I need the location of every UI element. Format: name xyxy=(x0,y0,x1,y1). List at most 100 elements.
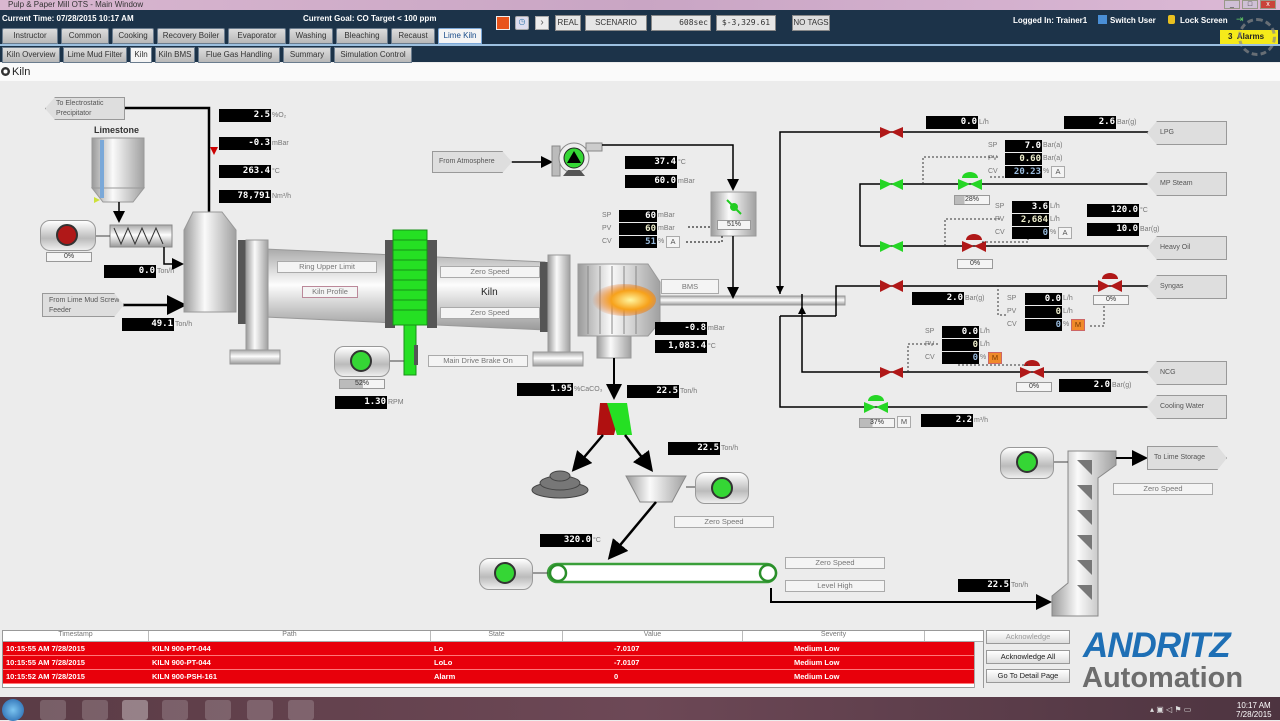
alarm-scrollbar[interactable] xyxy=(974,642,983,688)
mp-steam-label[interactable]: MP Steam xyxy=(1147,172,1227,196)
ncg-label[interactable]: NCG xyxy=(1147,361,1227,385)
close-button[interactable]: x xyxy=(1260,0,1276,9)
syngas-cv-value[interactable]: 0 xyxy=(1025,319,1062,331)
main-tab-cooking[interactable]: Cooking xyxy=(112,28,154,44)
cw-mode-button[interactable]: M xyxy=(897,416,911,428)
folder-icon[interactable] xyxy=(205,700,231,720)
bms-button[interactable]: BMS xyxy=(661,279,719,294)
pa-mode-button[interactable]: A xyxy=(666,236,680,248)
column-header[interactable]: State xyxy=(431,631,563,641)
cooling-water-label[interactable]: Cooling Water xyxy=(1147,395,1227,419)
sub-tab-simulation-control[interactable]: Simulation Control xyxy=(334,47,412,63)
window-title: Pulp & Paper Mill OTS - Main Window xyxy=(8,0,144,9)
play-button[interactable]: › xyxy=(535,16,549,30)
alarm-table-header: Timestamp Path State Value Severity xyxy=(3,631,983,642)
main-tab-instructor[interactable]: Instructor xyxy=(2,28,58,44)
cw-flow-unit: m³/h xyxy=(974,417,988,424)
main-tab-lime-kiln[interactable]: Lime Kiln xyxy=(438,28,482,44)
from-atmosphere-label[interactable]: From Atmosphere xyxy=(432,151,512,173)
steam-sp-value[interactable]: 7.0 xyxy=(1005,140,1042,152)
from-lime-mud-label[interactable]: From Lime Mud Screw Feeder xyxy=(42,293,124,317)
column-header[interactable]: Severity xyxy=(743,631,925,641)
pa-damper-pct: 51% xyxy=(717,220,751,230)
syngas-pv-unit: L/h xyxy=(1063,308,1073,315)
syngas-sp-value[interactable]: 0.0 xyxy=(1025,293,1062,305)
no-tags-button[interactable]: NO TAGS xyxy=(792,15,830,31)
sub-tab-flue-gas-handling[interactable]: Flue Gas Handling xyxy=(198,47,280,63)
system-tray-icons[interactable]: ▴ ▣ ◁ ⚑ ▭ xyxy=(1150,705,1192,714)
lpg-flow-value: 0.0 xyxy=(926,116,978,129)
oil-cv-value[interactable]: 0 xyxy=(1012,227,1049,239)
main-tab-evaporator[interactable]: Evaporator xyxy=(228,28,286,44)
to-lime-storage-label[interactable]: To Lime Storage xyxy=(1147,446,1227,470)
acknowledge-all-button[interactable]: Acknowledge All xyxy=(986,650,1070,664)
go-to-detail-button[interactable]: Go To Detail Page xyxy=(986,669,1070,683)
draft-value: -0.3 xyxy=(219,137,271,150)
page-header: Kiln xyxy=(0,63,1280,81)
ncg-sp-value[interactable]: 0.0 xyxy=(942,326,979,338)
maximize-button[interactable]: □ xyxy=(1242,0,1258,9)
syngas-mode-button[interactable]: M xyxy=(1071,319,1085,331)
main-tab-recovery-boiler[interactable]: Recovery Boiler xyxy=(157,28,225,44)
main-tab-recaust[interactable]: Recaust xyxy=(391,28,435,44)
column-header[interactable]: Timestamp xyxy=(3,631,149,641)
primary-air-fan-icon xyxy=(551,142,603,177)
alarm-timestamp: 10:15:52 AM 7/28/2015 xyxy=(6,672,85,681)
syngas-press-value: 2.0 xyxy=(912,292,964,305)
pa-sp-value[interactable]: 60 xyxy=(619,210,657,222)
to-esp-label[interactable]: To Electrostatic Precipitator xyxy=(45,97,125,120)
oil-mode-button[interactable]: A xyxy=(1058,227,1072,239)
main-tab-bleaching[interactable]: Bleaching xyxy=(336,28,388,44)
start-button[interactable] xyxy=(2,699,24,721)
steam-cv-value[interactable]: 20.23 xyxy=(1005,166,1042,178)
taskbar-app-icon[interactable] xyxy=(288,700,314,720)
alarm-timestamp: 10:15:55 AM 7/28/2015 xyxy=(6,644,85,653)
ncg-cv-value[interactable]: 0 xyxy=(942,352,979,364)
clock-icon[interactable]: ◷ xyxy=(515,16,529,30)
syngas-label[interactable]: Syngas xyxy=(1147,275,1227,299)
ring-upper-limit-status: Ring Upper Limit xyxy=(277,261,377,273)
alarm-row[interactable]: 10:15:52 AM 7/28/2015 KILN 900-PSH-161 A… xyxy=(3,670,983,684)
sub-tab-kiln-bms[interactable]: Kiln BMS xyxy=(155,47,195,63)
drive-speed-unit: RPM xyxy=(388,399,404,406)
alarm-row[interactable]: 10:15:55 AM 7/28/2015 KILN 900-PT-044 Lo… xyxy=(3,642,983,656)
steam-mode-button[interactable]: A xyxy=(1051,166,1065,178)
window-controls: _□x xyxy=(1224,0,1276,10)
oil-sp-value[interactable]: 3.6 xyxy=(1012,201,1049,213)
limestone-label: Limestone xyxy=(94,125,140,135)
column-header[interactable]: Value xyxy=(563,631,743,641)
alarm-row[interactable]: 10:15:55 AM 7/28/2015 KILN 900-PT-044 Lo… xyxy=(3,656,983,670)
sub-tab-lime-mud-filter[interactable]: Lime Mud Filter xyxy=(63,47,127,63)
sp-label: SP xyxy=(995,203,1005,210)
kiln-profile-button[interactable]: Kiln Profile xyxy=(302,286,358,298)
lock-screen-button[interactable]: Lock Screen xyxy=(1180,16,1228,25)
taskbar-app-icon[interactable] xyxy=(82,700,108,720)
column-header[interactable]: Path xyxy=(149,631,431,641)
real-button[interactable]: REAL xyxy=(555,15,581,31)
scenario-button[interactable]: SCENARIO xyxy=(585,15,647,31)
conveyor-temp-value: 320.0 xyxy=(540,534,592,547)
taskbar-app-icon[interactable] xyxy=(40,700,66,720)
pv-label: PV xyxy=(988,155,998,162)
heavy-oil-label[interactable]: Heavy Oil xyxy=(1147,236,1227,260)
sub-tab-kiln[interactable]: Kiln xyxy=(130,47,152,63)
exit-icon[interactable]: ⇥ xyxy=(1236,14,1244,24)
minimize-button[interactable]: _ xyxy=(1224,0,1240,9)
sub-tab-kiln-overview[interactable]: Kiln Overview xyxy=(2,47,60,63)
lpg-label[interactable]: LPG xyxy=(1147,121,1227,145)
acknowledge-button[interactable]: Acknowledge xyxy=(986,630,1070,644)
pa-pv-unit: mBar xyxy=(658,225,675,232)
pa-cv-value[interactable]: 51 xyxy=(619,236,657,248)
switch-user-button[interactable]: Switch User xyxy=(1110,16,1156,25)
main-tab-washing[interactable]: Washing xyxy=(289,28,333,44)
stop-button[interactable] xyxy=(496,16,510,30)
sub-tab-summary[interactable]: Summary xyxy=(283,47,331,63)
main-tab-common[interactable]: Common xyxy=(61,28,109,44)
kiln-label: Kiln xyxy=(481,287,498,298)
browser-icon[interactable] xyxy=(247,700,273,720)
taskbar-app-icon[interactable] xyxy=(122,700,148,720)
ncg-mode-button[interactable]: M xyxy=(988,352,1002,364)
taskbar-app-icon[interactable] xyxy=(162,700,188,720)
elevator-flow-unit: Ton/h xyxy=(1011,582,1029,589)
